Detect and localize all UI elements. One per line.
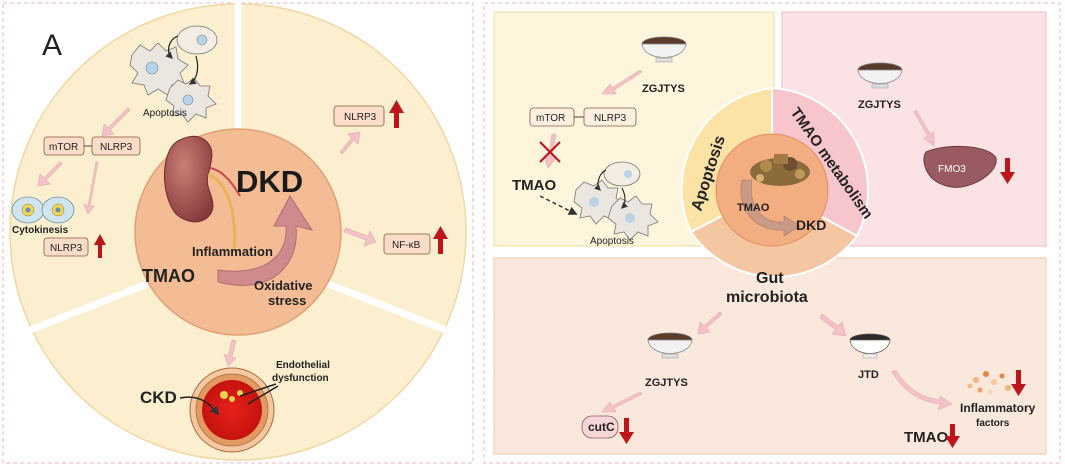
arrow-zgjtys-to-fmo3 [913,109,935,147]
up-arrow-icon [94,234,106,258]
endothelial-pointer-1 [239,383,277,397]
bowl-icon [641,36,687,63]
arrow-to-nlrp3-right [339,131,361,155]
up-arrow-icon [389,100,404,128]
sector-gut-label-1: Gut [756,270,784,287]
nlrp3-label-b: NLRP3 [594,113,627,124]
mtor-nlrp3-box-b [529,107,637,127]
ckd-pointer [179,396,220,416]
tmao-down-label: TMAO [904,429,948,446]
quadrant-gut [493,257,1047,455]
arrow-jtd-down [891,369,953,411]
bowl-icon [857,62,903,89]
ring-dividers [8,0,468,342]
bowl-icon [647,332,693,359]
arrow-to-ckd [223,339,237,367]
arrow-to-nfkb [343,227,377,247]
panel-b-border [483,2,1061,464]
apoptosis-label-a: Apoptosis [143,108,187,119]
mtor-label-a: mTOR [49,142,78,153]
arrow-gut-to-zgjtys [697,311,723,335]
apoptosis-label-b: Apoptosis [590,236,634,247]
nlrp3-right-box [333,105,385,127]
cytokinesis-cells-icon [11,196,75,224]
blood-vessel-icon [189,367,275,453]
panel-a-letter: A [42,29,62,62]
block-cross-icon [539,141,561,163]
cutc-box [581,415,619,439]
down-arrow-icon [945,424,960,448]
herbs-icon [750,154,810,186]
nfkb-box [383,233,431,255]
inflammatory-particles-icon [967,371,1011,395]
inflammatory-label-1: Inflammatory [960,401,1036,415]
mtor-label-b: mTOR [536,113,565,124]
zgjtys-bottom-label: ZGJTYS [645,377,688,389]
cutc-label: cutC [588,420,615,434]
down-arrow-icon [619,418,634,444]
nlrp3-up-label: NLRP3 [50,243,83,254]
nfkb-label: NF-κB [392,240,421,251]
apoptotic-cells-icon-b [573,161,659,241]
jtd-label: JTD [858,369,879,381]
up-arrow-icon [433,226,448,254]
inner-curved-arrow [740,179,801,237]
down-arrow-icon [1000,158,1015,184]
inflammation-label: Inflammation [192,244,273,259]
arrow-to-nlrp3 [83,161,99,215]
arrow-zgjtys-to-mtor [601,69,643,95]
cytokinesis-label: Cytokinesis [12,225,69,236]
panel-b: B TMAO DKD Apoptosis TMAO metabolism Gut… [483,2,1061,464]
center-dkd-label: DKD [796,217,826,233]
down-arrow-icon [1011,370,1026,396]
liver-icon [923,145,997,188]
arrow-gut-to-jtd [819,313,847,337]
arrow-apoptosis-to-mtor [101,107,131,137]
oxidative-label-2: stress [268,293,306,308]
nlrp3-right-label: NLRP3 [344,112,377,123]
endothelial-pointer-2 [247,385,279,405]
nlrp3-up-box [43,237,89,257]
endothelial-label-1: Endothelial [276,360,330,371]
arrow-to-cytokinesis [37,161,63,187]
kidney-icon [164,135,241,251]
panel-a: A DKD Inflammation TMAO Oxidative stress [2,0,474,464]
arrow-zgjtys-to-cutc [601,391,643,413]
tmao-label: TMAO [142,266,195,286]
curved-arrow [217,195,314,286]
jtd-bowl-icon [849,333,891,359]
dkd-label: DKD [236,164,303,199]
nlrp3-label-a: NLRP3 [100,142,133,153]
mtor-nlrp3-box-a [43,136,141,156]
ckd-label: CKD [140,388,177,407]
zgjtys-top-label: ZGJTYS [642,83,685,95]
fmo3-label: FMO3 [938,164,966,175]
apoptotic-cells-icon [129,25,218,123]
inflammatory-label-2: factors [976,418,1010,429]
center-tmao-label: TMAO [737,202,770,214]
zgjtys-right-label: ZGJTYS [858,99,901,111]
sector-gut-label-2: microbiota [726,289,808,306]
oxidative-label-1: Oxidative [254,278,313,293]
tmao-label-b: TMAO [512,177,556,194]
endothelial-label-2: dysfunction [272,373,329,384]
